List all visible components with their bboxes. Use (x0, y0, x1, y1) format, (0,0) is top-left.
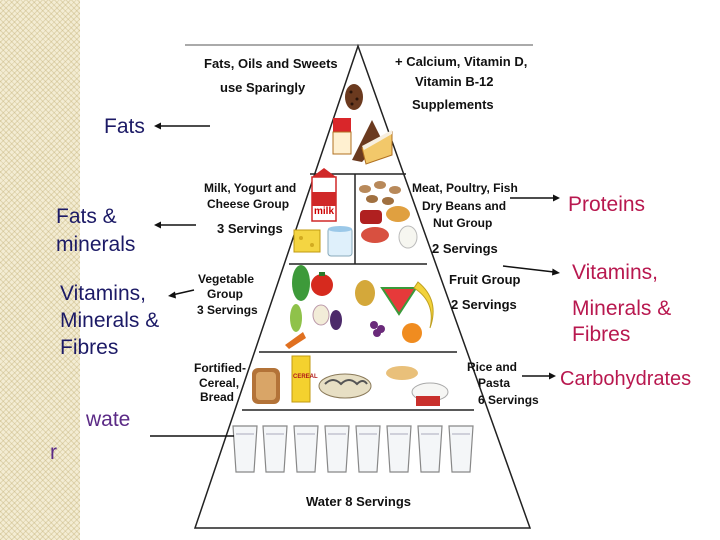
water-servings-label: Water 8 Servings (306, 494, 411, 509)
grain-right-title-2: Pasta (478, 376, 510, 390)
label-proteins: Proteins (568, 193, 646, 216)
water-glass (293, 425, 319, 473)
grain-left-title-1: Fortified- (194, 361, 246, 375)
meat-title-1: Meat, Poultry, Fish (412, 181, 518, 195)
label-fats: Fats (104, 115, 145, 138)
arrow-carbohydrates-head (549, 372, 556, 380)
label-carbohydrates: Carbohydrates (560, 368, 692, 390)
vegetable-illustration (285, 265, 342, 349)
water-glass (448, 425, 474, 473)
water-glass (355, 425, 381, 473)
cereal-box-text: CEREAL (293, 374, 318, 380)
supplements-line-1: + Calcium, Vitamin D, (395, 54, 527, 69)
water-glass (324, 425, 350, 473)
vegetable-title-2: Group (207, 287, 243, 301)
arrow-fats-head (154, 122, 161, 130)
label-vitamins-right-line3: Fibres (572, 323, 631, 346)
label-vitamins-left-line2: Minerals & (60, 309, 160, 332)
meat-title-3: Nut Group (433, 216, 492, 230)
sweets-illustration (332, 84, 393, 165)
fruit-title: Fruit Group (449, 272, 521, 287)
label-water-line1: wate (86, 408, 131, 431)
meat-title-2: Dry Beans and (422, 199, 506, 213)
label-vitamins-left-line1: Vitamins, (60, 282, 146, 305)
top-tier-title-1: Fats, Oils and Sweets (204, 56, 338, 71)
arrow-vitamins-left-head (168, 291, 176, 299)
decorative-stripe (0, 0, 80, 540)
arrow-proteins-head (553, 194, 560, 202)
dairy-servings: 3 Servings (217, 221, 283, 236)
arrow-vitamins-left (171, 289, 195, 296)
vegetable-title-1: Vegetable (198, 272, 254, 286)
vegetable-servings: 3 Servings (197, 303, 258, 317)
grain-right-title-1: Rice and (467, 360, 517, 374)
supplements-line-3: Supplements (412, 97, 494, 112)
water-glass (417, 425, 443, 473)
water-glass (386, 425, 412, 473)
grain-left-title-3: Bread (200, 390, 234, 404)
grain-left-title-2: Cereal, (199, 376, 239, 390)
label-vitamins-right-line2: Minerals & (572, 297, 672, 320)
label-fats-minerals-line2: minerals (56, 233, 136, 256)
protein-illustration (359, 181, 418, 249)
water-glass (262, 425, 288, 473)
top-tier-title-2: use Sparingly (220, 80, 306, 95)
arrow-vitamins-right-head (552, 268, 560, 276)
fruit-illustration (355, 280, 434, 343)
arrow-vitamins-right (502, 265, 555, 273)
grain-illustration: CEREAL (252, 355, 449, 406)
label-water-line2: r (50, 441, 57, 464)
arrow-fats-minerals-head (154, 221, 161, 229)
grain-right-servings: 6 Servings (478, 393, 539, 407)
label-vitamins-right-line1: Vitamins, (572, 261, 658, 284)
fruit-servings: 2 Servings (451, 297, 517, 312)
label-vitamins-left-line3: Fibres (60, 336, 119, 359)
supplements-line-2: Vitamin B-12 (415, 74, 494, 89)
dairy-title-2: Cheese Group (207, 197, 289, 211)
water-glass (232, 425, 258, 473)
milk-carton-text: milk (314, 206, 334, 217)
dairy-illustration: milk (293, 168, 353, 257)
dairy-title-1: Milk, Yogurt and (204, 181, 296, 195)
annotation-arrows (150, 122, 560, 437)
meat-servings: 2 Servings (432, 241, 498, 256)
label-fats-minerals-line1: Fats & (56, 205, 117, 228)
water-glasses (232, 425, 474, 473)
